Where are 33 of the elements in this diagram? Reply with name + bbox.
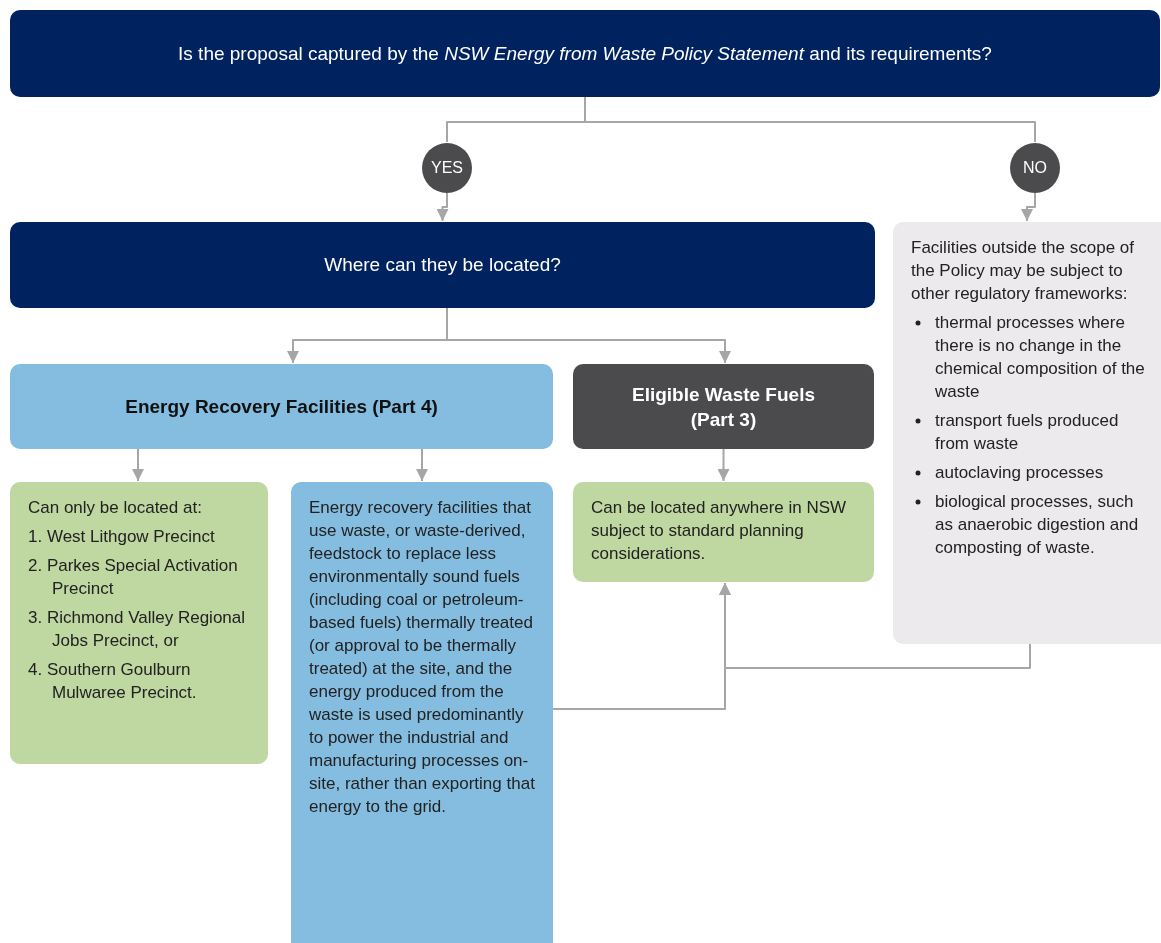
category-box — [573, 364, 874, 449]
bullet-item: transport fuels produced from waste — [935, 411, 1119, 453]
box-text: Where can they be located? — [324, 252, 561, 277]
question-box — [10, 10, 1160, 97]
box-text: Energy recovery facilities that use waste, or waste-derived, feedstock to replace less environmentally sound fuels (including coal or petroleum-based fuels) thermally treated (or approval to be thermally treated) at the site, and the energy produced from the waste is used predominantly to power the industrial and manufacturing processes on-site, rather than exporting that energy to the grid. — [309, 497, 536, 818]
box-text: Is the proposal captured by the NSW Energy from Waste Policy Statement and its requirements? — [178, 42, 992, 66]
description-box — [291, 482, 553, 943]
connector-arrow — [1021, 192, 1036, 222]
list-heading: Can only be located at: — [28, 497, 203, 519]
box-text: YES — [431, 158, 463, 178]
connector-arrow — [719, 582, 1031, 669]
bullet-item: biological processes, such as anaerobic digestion and composting of waste. — [935, 492, 1139, 557]
box-text: Eligible Waste Fuels (Part 3) — [631, 382, 816, 432]
bullet-item: thermal processes where there is no change in the chemical composition of the waste — [935, 313, 1145, 401]
connector-arrow — [446, 307, 731, 364]
list-item: 2. Parkes Special Activation Precinct — [28, 555, 239, 600]
connector-arrow — [436, 192, 449, 222]
list-item: 3. Richmond Valley Regional Jobs Precinct, or — [28, 607, 247, 652]
list-item: 4. Southern Goulburn Mulwaree Precinct. — [28, 659, 198, 704]
category-box — [10, 364, 553, 449]
list-item: 1. West Lithgow Precinct — [28, 526, 216, 548]
location-box — [10, 482, 268, 764]
box-text: NO — [1023, 158, 1047, 178]
connector-arrow — [416, 448, 428, 482]
note-text: Facilities outside the scope of the Policy may be subject to other regulatory frameworks: — [911, 237, 1135, 305]
note-box — [893, 222, 1161, 644]
connector-arrow — [717, 448, 730, 482]
bullet-item: autoclaving processes — [935, 463, 1104, 482]
location-box — [573, 482, 874, 582]
question-box — [10, 222, 875, 308]
box-text: Can be located anywhere in NSW subject to standard planning considerations. — [591, 497, 848, 565]
box-text: Energy Recovery Facilities (Part 4) — [125, 395, 438, 419]
connector-arrow — [132, 448, 144, 482]
